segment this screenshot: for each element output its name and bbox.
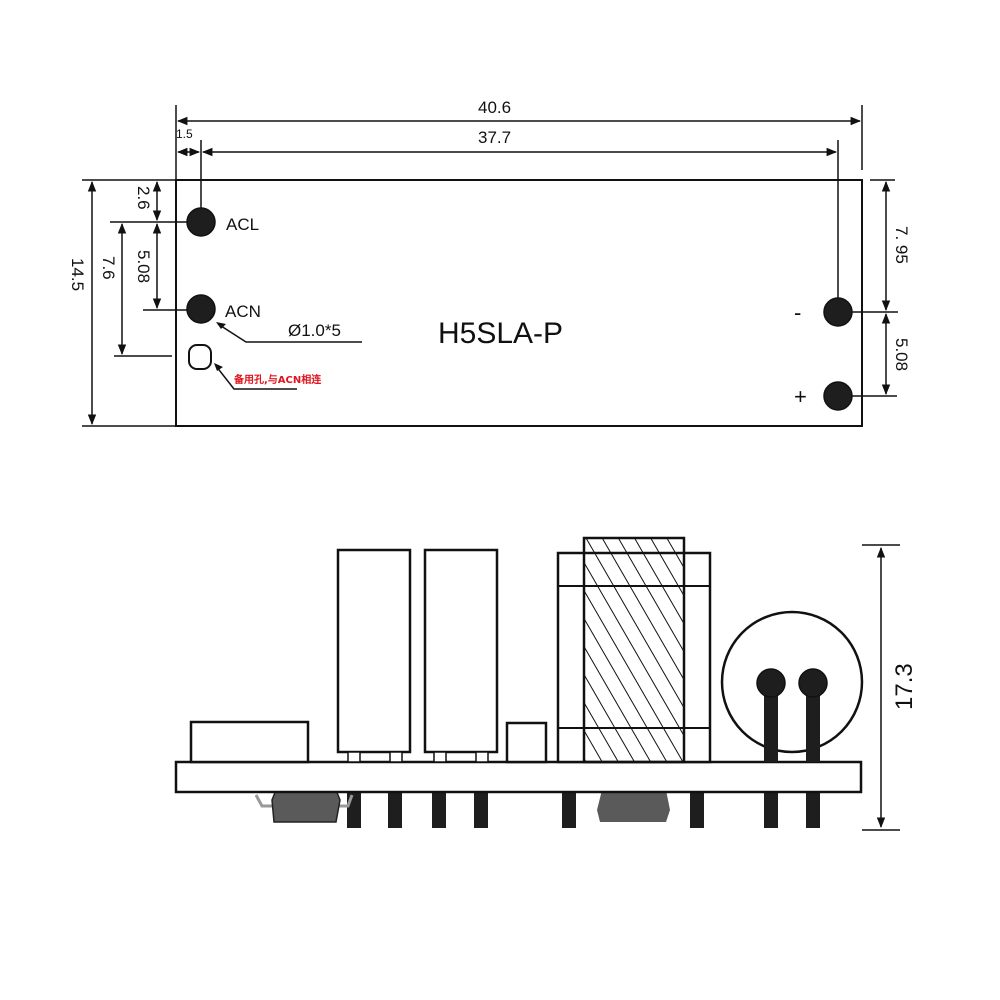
lead [432, 790, 446, 828]
model-label: H5SLA-P [438, 317, 563, 350]
dim-overall-height-label: 14.5 [68, 258, 87, 291]
side-view: 17.3 [174, 536, 918, 831]
pin-acn [186, 294, 216, 324]
bottom-leads [347, 790, 820, 828]
round-component [720, 610, 864, 762]
dim-edge-offset-label: 1.5 [176, 127, 193, 141]
pin-acl [186, 207, 216, 237]
hole-spec-label: Ø1.0*5 [288, 321, 341, 340]
dim-acl-to-acn-label: 5.08 [134, 250, 153, 283]
lead [806, 790, 820, 828]
transformer [556, 536, 712, 764]
lead [474, 790, 488, 828]
smd-component-left [254, 789, 354, 823]
pin-acl-label: ACL [226, 215, 259, 234]
dim-overall-length: 40.6 [175, 98, 863, 180]
component-small-middle [505, 721, 548, 764]
capacitor-1 [336, 548, 412, 763]
spare-hole [188, 344, 212, 370]
dim-neg-to-pos: 5.08 [852, 312, 911, 397]
dim-edge-offset: 1.5 [176, 127, 201, 157]
lead [690, 790, 704, 828]
dim-acl-from-top: 2.6 [110, 180, 200, 223]
pin-negative-label: - [794, 300, 801, 325]
pin-positive-label: + [794, 384, 807, 409]
spare-hole-note: 备用孔,与ACN相连 [233, 373, 322, 386]
dim-acl-to-spare-label: 7.6 [99, 256, 118, 280]
dim-neg-to-pos-label: 5.08 [892, 338, 911, 371]
pcb-board [174, 760, 863, 794]
lead [347, 790, 361, 828]
pin-negative [823, 297, 853, 327]
hole-spec-leader: Ø1.0*5 [216, 321, 362, 343]
dim-pin-span-label: 37.7 [478, 128, 511, 147]
dim-side-height-label: 17.3 [891, 663, 918, 710]
dim-overall-height: 14.5 [68, 179, 176, 427]
lead [388, 790, 402, 828]
dim-side-height: 17.3 [862, 544, 918, 831]
component-small-left [189, 720, 310, 764]
pin-positive [823, 381, 853, 411]
dim-acl-to-spare: 7.6 [99, 222, 172, 357]
spare-hole-leader: 备用孔,与ACN相连 [214, 363, 322, 390]
pin-acn-label: ACN [225, 302, 261, 321]
smd-component-right [597, 790, 670, 822]
lead [764, 790, 778, 828]
capacitor-2 [423, 548, 499, 763]
dim-pin-span: 37.7 [200, 128, 839, 312]
top-view: 40.6 37.7 1.5 14.5 2.6 [68, 98, 911, 427]
module-outline [175, 179, 863, 427]
dim-acl-from-top-label: 2.6 [134, 186, 153, 210]
dim-neg-from-top: 7. 95 [852, 179, 911, 313]
dim-overall-length-label: 40.6 [478, 98, 511, 117]
dim-neg-from-top-label: 7. 95 [892, 226, 911, 264]
lead [562, 790, 576, 828]
dim-acl-to-acn: 5.08 [134, 222, 200, 311]
